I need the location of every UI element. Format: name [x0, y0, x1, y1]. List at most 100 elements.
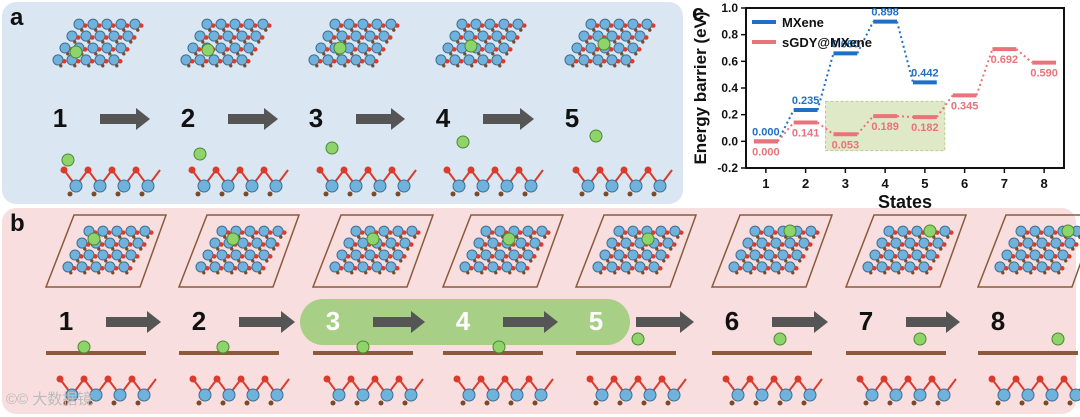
li-ion	[202, 44, 214, 56]
panel-b-6-side	[712, 353, 822, 406]
data-label: 0.189	[871, 121, 899, 133]
li-ion	[227, 233, 239, 245]
panel-b-7-side	[846, 353, 956, 406]
panel-a-2-side	[189, 167, 289, 197]
x-tick-label: 4	[882, 176, 890, 191]
x-tick-label: 3	[842, 176, 849, 191]
panel-b-step-2: 2	[179, 306, 219, 337]
panel-a-4-lattice	[436, 19, 527, 67]
panel-b-arrow-3	[373, 317, 413, 327]
panel-a-arrow-4	[483, 114, 522, 124]
x-tick-label: 1	[762, 176, 769, 191]
data-label: 0.235	[792, 95, 820, 107]
legend-label: sGDY@MXene	[782, 35, 872, 50]
panel-b-structures	[0, 205, 1080, 417]
connector	[1016, 49, 1032, 63]
li-ion-side	[78, 341, 90, 353]
panel-a-arrow-2	[228, 114, 266, 124]
li-ion-side	[774, 333, 786, 345]
li-ion	[465, 40, 477, 52]
panel-b-8-lattice	[978, 215, 1080, 287]
data-label: 0.898	[871, 7, 899, 19]
panel-b-arrow-6	[772, 317, 816, 327]
li-ion-side	[457, 136, 469, 148]
panel-a-3-side	[317, 167, 417, 197]
data-label: 0.442	[911, 67, 939, 79]
y-tick-label: 0.0	[721, 134, 738, 148]
x-axis-label: States	[878, 192, 932, 212]
li-ion	[784, 225, 796, 237]
panel-b-arrow-5	[636, 317, 682, 327]
li-ion	[367, 233, 379, 245]
panel-a-5-side	[573, 167, 673, 197]
watermark: ©© 大数据镜	[6, 388, 92, 409]
data-label: 0.000	[752, 146, 780, 158]
panel-b-5-lattice	[576, 215, 696, 287]
li-ion-side	[62, 154, 74, 166]
data-label: 0.141	[792, 128, 820, 140]
panel-b-6-lattice	[712, 215, 832, 287]
panel-a-4-side	[444, 167, 544, 197]
panel-b-2-side	[179, 353, 289, 406]
panel-b-step-3: 3	[313, 306, 353, 337]
x-tick-label: 2	[802, 176, 809, 191]
panel-a-1-side	[61, 167, 161, 197]
panel-a-arrow-3	[356, 114, 393, 124]
li-ion	[334, 42, 346, 54]
li-ion-side	[632, 333, 644, 345]
panel-b-7-lattice	[846, 215, 966, 287]
panel-b-3-lattice	[313, 215, 433, 287]
panel-b-4-lattice	[443, 215, 563, 287]
li-ion	[503, 233, 515, 245]
panel-a-5-lattice	[565, 19, 656, 67]
panel-a-step-1: 1	[40, 103, 80, 134]
y-tick-label: 0.6	[721, 54, 738, 68]
panel-b-step-1: 1	[46, 306, 86, 337]
y-tick-label: 1.0	[721, 1, 738, 15]
panel-a-step-4: 4	[423, 103, 463, 134]
panel-a-step-2: 2	[168, 103, 208, 134]
panel-b-3-side	[313, 353, 423, 406]
panel-b-1-lattice	[46, 215, 166, 287]
x-tick-label: 7	[1001, 176, 1008, 191]
x-tick-label: 8	[1041, 176, 1048, 191]
panel-b-step-6: 6	[712, 306, 752, 337]
li-ion	[1062, 225, 1074, 237]
y-tick-label: 0.4	[721, 81, 738, 95]
panel-a-arrow-1	[100, 114, 138, 124]
panel-b-2-lattice	[179, 215, 299, 287]
li-ion	[924, 225, 936, 237]
li-ion	[70, 46, 82, 58]
li-ion-side	[194, 148, 206, 160]
panel-b-arrow-7	[906, 317, 948, 327]
panel-b-step-4: 4	[443, 306, 483, 337]
panel-b-step-8: 8	[978, 306, 1018, 337]
panel-b-8-side	[978, 353, 1080, 406]
panel-b-arrow-2	[239, 317, 283, 327]
panel-b-arrow-4	[503, 317, 546, 327]
panel-b-step-5: 5	[576, 306, 616, 337]
legend-label: MXene	[782, 15, 824, 30]
li-ion-side	[217, 341, 229, 353]
panel-a-1-lattice	[53, 19, 144, 67]
data-label: 0.053	[832, 139, 860, 151]
li-ion	[88, 233, 100, 245]
li-ion-side	[914, 333, 926, 345]
data-label: 0.182	[911, 122, 939, 134]
x-tick-label: 6	[961, 176, 968, 191]
data-label: 0.692	[991, 54, 1019, 66]
data-label: 0.000	[752, 126, 780, 138]
data-label: 0.590	[1030, 68, 1058, 80]
panel-b-4-side	[443, 353, 553, 406]
panel-a-step-5: 5	[552, 103, 592, 134]
li-ion-side	[1052, 333, 1064, 345]
y-tick-label: 0.2	[721, 108, 738, 122]
li-ion	[642, 233, 654, 245]
li-ion	[598, 38, 610, 50]
x-tick-label: 5	[921, 176, 928, 191]
li-ion-side	[326, 142, 338, 154]
y-tick-label: -0.2	[717, 161, 738, 175]
panel-a-2-lattice	[181, 19, 272, 67]
panel-b-5-side	[576, 353, 686, 406]
